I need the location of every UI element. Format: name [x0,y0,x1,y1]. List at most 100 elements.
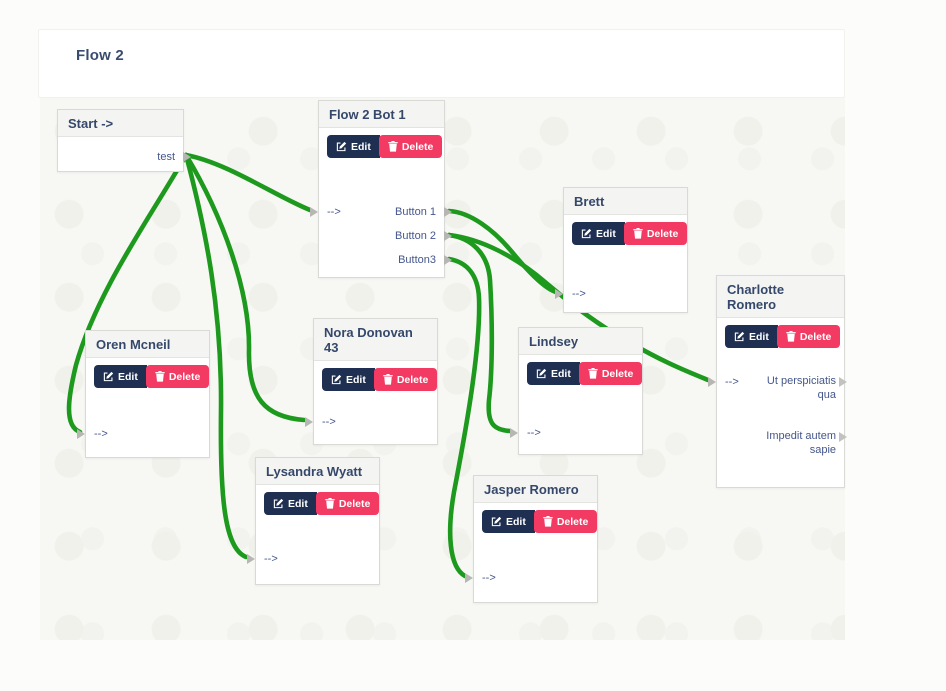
input-row: --> [77,426,209,442]
trash-icon [325,498,335,509]
edit-button[interactable]: Edit [725,325,778,348]
edit-button[interactable]: Edit [322,368,375,391]
connection-test-to-nora[interactable] [183,152,307,423]
edit-button-label: Edit [351,140,371,153]
connection-test-to-flow2bot1[interactable] [183,152,313,213]
node-charlotte-romero[interactable]: Charlotte Romero Edit Delete --> Ut pers… [708,275,847,488]
pencil-square-icon [491,516,502,527]
input-endpoint[interactable] [510,428,518,438]
node-charlotte-romero-title[interactable]: Charlotte Romero [717,276,844,318]
input-row: --> [510,425,642,441]
output-endpoint-button-2[interactable] [444,231,452,241]
node-brett-title[interactable]: Brett [564,188,687,215]
output-row-button-2: Button 2 [319,228,452,244]
connection-button2-to-lindsey[interactable] [446,232,513,434]
node-lindsey[interactable]: Lindsey Edit Delete --> [510,327,643,455]
input-endpoint[interactable] [708,377,716,387]
node-lindsey-title[interactable]: Lindsey [519,328,642,355]
pencil-square-icon [331,374,342,385]
output-endpoint-button-3[interactable] [444,255,452,265]
trash-icon [633,228,643,239]
input-label: --> [725,376,739,388]
edit-button[interactable]: Edit [327,135,380,158]
delete-button[interactable]: Delete [373,368,438,391]
input-endpoint[interactable] [465,573,473,583]
input-row: --> [465,570,597,586]
node-start-title[interactable]: Start -> [58,110,183,137]
flow-title-card: Flow 2 [38,29,845,98]
output-row-1: Ut perspiciatis qua [717,374,847,402]
edit-button[interactable]: Edit [527,362,580,385]
input-row: --> [247,551,379,567]
output-endpoint[interactable] [839,432,847,442]
node-nora-donovan-43-title[interactable]: Nora Donovan 43 [314,319,437,361]
node-brett[interactable]: Brett Edit Delete --> [555,187,688,313]
delete-button[interactable]: Delete [623,222,688,245]
edit-button-label: Edit [596,227,616,240]
trash-icon [543,516,553,527]
trash-icon [383,374,393,385]
edit-button[interactable]: Edit [482,510,535,533]
input-row: --> [305,414,437,430]
io-row: --> Button 1 [310,204,452,220]
output-endpoint-test[interactable] [183,152,191,162]
delete-button[interactable]: Delete [378,135,443,158]
delete-button-label: Delete [338,497,371,510]
delete-button[interactable]: Delete [533,510,598,533]
connection-button3-to-jasper[interactable] [446,256,482,579]
output-endpoint[interactable] [839,377,847,387]
delete-button-label: Delete [168,370,201,383]
output-label-button-1: Button 1 [395,206,436,218]
node-lysandra-wyatt-title[interactable]: Lysandra Wyatt [256,458,379,485]
input-label: --> [264,553,278,565]
trash-icon [155,371,165,382]
page-title: Flow 2 [76,47,124,64]
pencil-square-icon [581,228,592,239]
edit-button-label: Edit [506,515,526,528]
edit-button-label: Edit [749,330,769,343]
delete-button[interactable]: Delete [315,492,380,515]
input-label: --> [572,288,586,300]
connection-test-to-oren[interactable] [66,152,189,435]
delete-button[interactable]: Delete [776,325,841,348]
edit-button[interactable]: Edit [94,365,147,388]
connection-button1-to-brett[interactable] [446,208,559,295]
pencil-square-icon [336,141,347,152]
node-oren-mcneil-title[interactable]: Oren Mcneil [86,331,209,358]
output-label-button-3: Button3 [398,254,436,266]
output-label-ut-perspiciatis: Ut perspiciatis qua [766,375,836,401]
output-row-2: Impedit autem sapie [717,429,847,457]
pencil-square-icon [273,498,284,509]
pencil-square-icon [103,371,114,382]
input-endpoint[interactable] [305,417,313,427]
input-label: --> [527,427,541,439]
trash-icon [786,331,796,342]
node-start[interactable]: Start -> test [57,109,191,172]
input-endpoint[interactable] [555,289,563,299]
node-nora-donovan-43[interactable]: Nora Donovan 43 Edit Delete --> [305,318,438,445]
edit-button-label: Edit [346,373,366,386]
input-label: --> [482,572,496,584]
output-endpoint-button-1[interactable] [444,207,452,217]
edit-button[interactable]: Edit [264,492,317,515]
node-flow-2-bot-1[interactable]: Flow 2 Bot 1 Edit Delete --> Button 1 Bu… [310,100,452,278]
delete-button[interactable]: Delete [145,365,210,388]
delete-button[interactable]: Delete [578,362,643,385]
connection-test-to-lysandra[interactable] [183,152,249,560]
input-row: --> [555,286,687,302]
input-endpoint[interactable] [310,207,318,217]
node-jasper-romero-title[interactable]: Jasper Romero [474,476,597,503]
delete-button-label: Delete [556,515,589,528]
node-flow-2-bot-1-title[interactable]: Flow 2 Bot 1 [319,101,444,128]
output-row-test: test [58,149,191,165]
edit-button[interactable]: Edit [572,222,625,245]
output-label-test: test [157,151,175,163]
input-endpoint[interactable] [77,429,85,439]
delete-button-label: Delete [396,373,429,386]
node-lysandra-wyatt[interactable]: Lysandra Wyatt Edit Delete --> [247,457,380,585]
node-oren-mcneil[interactable]: Oren Mcneil Edit Delete --> [77,330,210,458]
node-jasper-romero[interactable]: Jasper Romero Edit Delete --> [465,475,598,603]
input-endpoint[interactable] [247,554,255,564]
delete-button-label: Delete [601,367,634,380]
